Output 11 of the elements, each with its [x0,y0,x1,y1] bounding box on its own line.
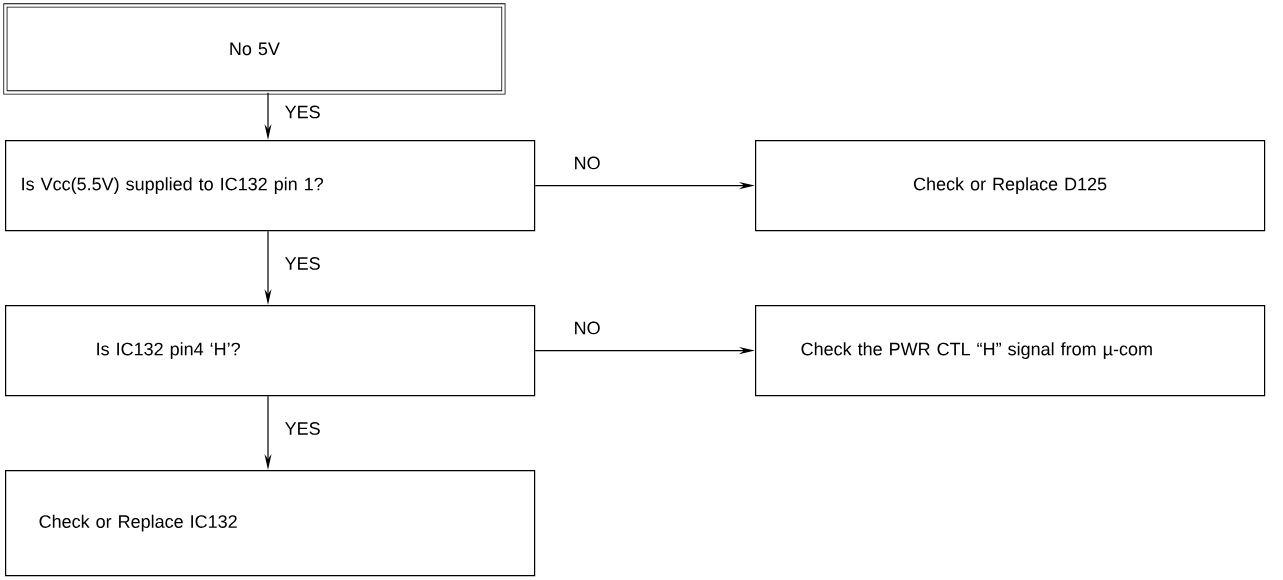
process-box: Is IC132 pin4 ‘H’? [5,305,536,397]
edge-label: YES [285,257,320,270]
process-box: Is Vcc(5.5V) supplied to IC132 pin 1? [5,140,536,232]
process-box: Check or Replace D125 [755,140,1266,232]
process-box: No 5V [3,3,506,95]
edge-label: YES [285,422,320,435]
edge-label: YES [285,105,320,119]
process-box: Check or Replace IC132 [5,470,536,577]
edge-label: NO [575,321,600,335]
process-box: Check the PWR CTL “H” signal from µ-com [755,305,1266,397]
edge-label: NO [575,156,600,170]
